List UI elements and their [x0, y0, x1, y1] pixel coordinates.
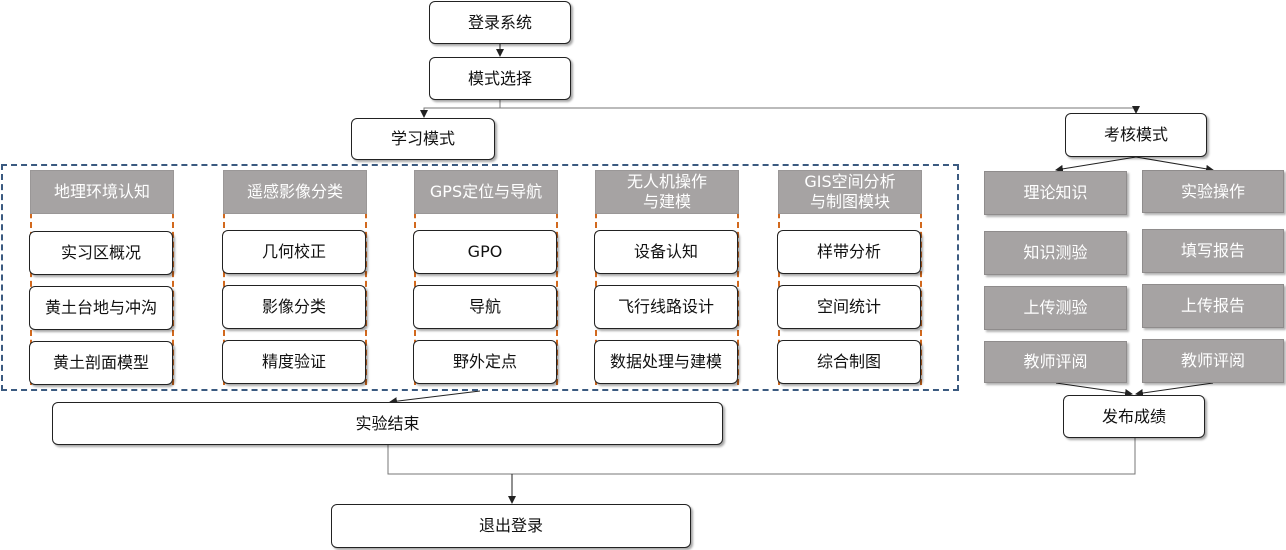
- merge-line: [387, 438, 1136, 475]
- mode-select-node: 模式选择: [429, 57, 571, 100]
- exam-practice-item-3: 教师评阅: [1142, 339, 1284, 383]
- module-2-title: 遥感影像分类: [223, 170, 367, 214]
- publish-score-node: 发布成绩: [1063, 395, 1205, 438]
- logout-node: 退出登录: [331, 504, 691, 548]
- module-column-4: [595, 173, 739, 385]
- login-node: 登录系统: [429, 1, 571, 44]
- exam-practice-item-2: 上传报告: [1142, 284, 1284, 328]
- arrow-exam-to-theory: [1055, 156, 1137, 173]
- study-mode-label: 学习模式: [390, 129, 455, 148]
- exam-practice-item-1: 填写报告: [1142, 229, 1284, 273]
- module-1-item-1: 实习区概况: [29, 231, 173, 275]
- exam-theory-item-1: 知识测验: [984, 231, 1127, 275]
- exam-mode-node: 考核模式: [1065, 113, 1207, 157]
- module-2-item-2: 影像分类: [222, 285, 366, 329]
- module-5-item-1: 样带分析: [777, 230, 921, 274]
- study-modules-frame: [1, 164, 959, 391]
- module-5-title: GIS空间分析 与制图模块: [778, 170, 922, 214]
- module-5-item-2: 空间统计: [777, 285, 921, 329]
- module-column-1: [30, 173, 174, 385]
- module-2-item-3: 精度验证: [222, 340, 366, 384]
- exam-theory-item-2: 上传测验: [984, 286, 1127, 330]
- arrow-exam-to-practice: [1135, 156, 1214, 173]
- experiment-end-node: 实验结束: [52, 402, 723, 445]
- module-3-item-2: 导航: [413, 285, 557, 329]
- module-5-item-3: 综合制图: [777, 340, 921, 384]
- study-mode-node: 学习模式: [351, 118, 495, 160]
- login-label: 登录系统: [467, 12, 532, 32]
- arrow-mode-to-study: [420, 100, 501, 118]
- exam-practice-title: 实验操作: [1142, 170, 1284, 213]
- module-3-title: GPS定位与导航: [414, 170, 558, 214]
- module-1-item-2: 黄土台地与冲沟: [29, 286, 173, 330]
- module-column-5: [778, 173, 922, 385]
- module-1-title: 地理环境认知: [30, 170, 174, 214]
- arrow-theory-to-publish: [1055, 382, 1133, 397]
- module-column-3: [414, 173, 558, 385]
- module-4-item-3: 数据处理与建模: [594, 340, 738, 384]
- module-4-title: 无人机操作 与建模: [595, 170, 739, 214]
- arrow-mode-to-exam: [500, 106, 1140, 114]
- module-column-2: [223, 173, 367, 385]
- module-2-item-1: 几何校正: [222, 230, 366, 274]
- module-3-item-1: GPO: [413, 230, 557, 274]
- module-1-item-3: 黄土剖面模型: [29, 341, 173, 385]
- module-4-item-1: 设备认知: [594, 230, 738, 274]
- module-3-item-3: 野外定点: [413, 340, 557, 384]
- module-4-item-2: 飞行线路设计: [594, 285, 738, 329]
- exam-theory-title: 理论知识: [984, 171, 1127, 215]
- exam-theory-item-3: 教师评阅: [984, 341, 1127, 383]
- arrow-practice-to-publish: [1135, 382, 1214, 397]
- mode-select-label: 模式选择: [467, 68, 532, 88]
- exam-mode-label: 考核模式: [1103, 125, 1168, 144]
- arrow-study-to-end: [389, 390, 481, 406]
